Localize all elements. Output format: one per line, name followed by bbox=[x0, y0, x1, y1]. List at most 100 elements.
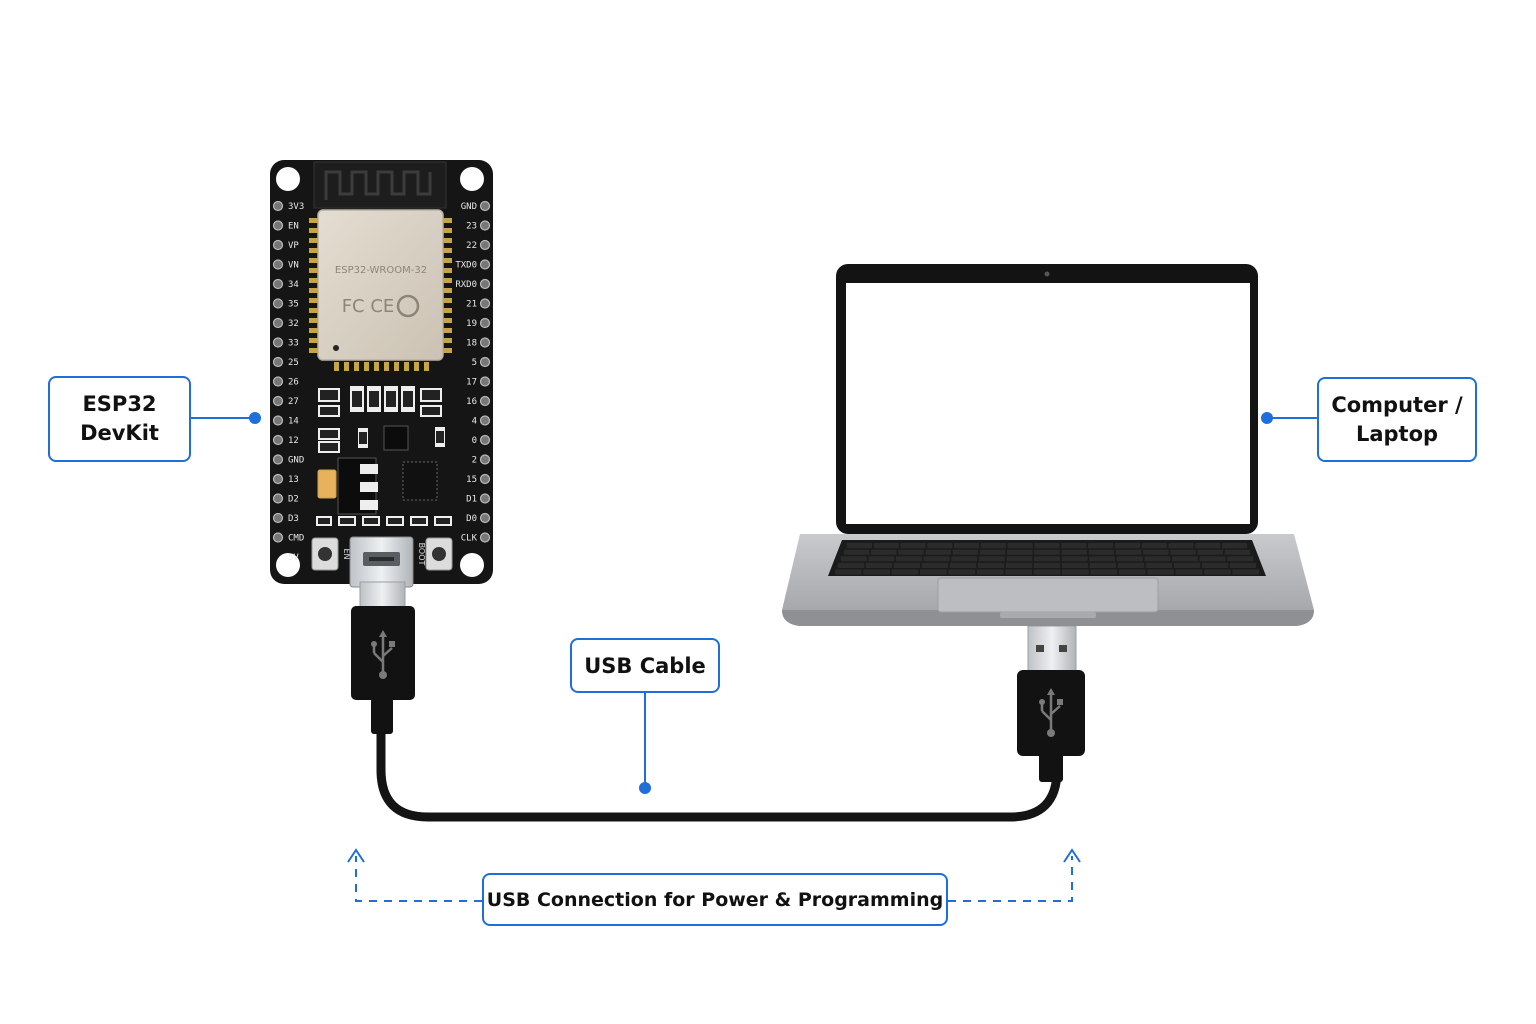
module-pad bbox=[309, 318, 318, 323]
en-button[interactable] bbox=[311, 537, 339, 571]
module-pad bbox=[309, 268, 318, 273]
callout-leaders bbox=[191, 412, 1317, 794]
keyboard-key bbox=[846, 543, 872, 549]
pin-hole bbox=[479, 473, 491, 485]
left-pin-label: 5V bbox=[288, 553, 299, 563]
module-pad bbox=[364, 362, 369, 371]
module-pad bbox=[374, 362, 379, 371]
module-pad bbox=[443, 218, 452, 223]
pin-hole bbox=[272, 220, 284, 231]
computer-label-line1: Computer / bbox=[1331, 392, 1463, 417]
keyboard-key bbox=[893, 562, 921, 568]
module-pad bbox=[443, 348, 452, 353]
pin-hole bbox=[479, 337, 491, 348]
module-pad bbox=[354, 362, 359, 371]
keyboard-key bbox=[921, 562, 949, 568]
keyboard-key bbox=[923, 556, 950, 562]
module-pad bbox=[309, 258, 318, 263]
right-pin-label: TXD0 bbox=[455, 261, 477, 271]
module-pad bbox=[394, 362, 399, 371]
keyboard-key bbox=[1005, 562, 1033, 568]
keyboard-key bbox=[840, 556, 867, 562]
keyboard-key bbox=[1089, 562, 1117, 568]
right-pin-label: 15 bbox=[466, 475, 477, 485]
usb-connection-callout: USB Connection for Power & Programming bbox=[482, 873, 948, 926]
module-pad bbox=[309, 228, 318, 233]
module-pad bbox=[443, 318, 452, 323]
keyboard-key bbox=[1061, 562, 1089, 568]
en-button-label: EN bbox=[342, 548, 351, 559]
right-pin-label: 19 bbox=[466, 319, 477, 329]
keyboard-key bbox=[1145, 562, 1173, 568]
keyboard-key bbox=[1033, 569, 1061, 575]
usb-connection-label: USB Connection for Power & Programming bbox=[486, 888, 944, 911]
module-pad bbox=[344, 362, 349, 371]
keyboard-key bbox=[1061, 549, 1087, 555]
webcam bbox=[1044, 271, 1050, 277]
right-pin-label: CLK bbox=[461, 534, 478, 544]
keyboard-key bbox=[1224, 549, 1251, 555]
keyboard-key bbox=[1168, 543, 1194, 549]
keyboard-key bbox=[873, 543, 899, 549]
pin-hole bbox=[479, 356, 491, 368]
keyboard-key bbox=[1232, 569, 1260, 575]
right-pin-label: 16 bbox=[466, 397, 477, 407]
keyboard-key bbox=[980, 543, 1006, 549]
pin-hole bbox=[479, 239, 491, 251]
esp32-devkit-callout: ESP32 DevKit bbox=[48, 376, 191, 462]
module-pad bbox=[309, 288, 318, 293]
pin-hole bbox=[479, 415, 491, 426]
computer-laptop-callout: Computer / Laptop bbox=[1317, 377, 1477, 462]
boot-button-label: BOOT bbox=[417, 543, 426, 566]
left-pin-label: EN bbox=[288, 222, 299, 232]
right-pin-label: D1 bbox=[466, 495, 477, 505]
boot-button[interactable] bbox=[425, 537, 453, 571]
keyboard-key bbox=[1197, 549, 1223, 555]
keyboard-key bbox=[979, 549, 1006, 555]
pin-hole bbox=[272, 454, 284, 465]
keyboard-key bbox=[948, 569, 976, 575]
right-pin-label: 21 bbox=[466, 300, 477, 310]
esp32-wroom-module: ESP32-WROOM-32 FC CE bbox=[317, 209, 444, 361]
pin-hole bbox=[272, 415, 284, 426]
esp32-label-line1: ESP32 bbox=[82, 392, 157, 416]
pin-hole bbox=[272, 278, 284, 290]
module-pad bbox=[384, 362, 389, 371]
module-pad bbox=[443, 308, 452, 313]
left-pin-label: 3V3 bbox=[288, 202, 304, 212]
left-pin-label: VN bbox=[288, 261, 299, 271]
keyboard-key bbox=[951, 556, 978, 562]
right-pin-label: RXD0 bbox=[455, 280, 477, 290]
keyboard-key bbox=[1204, 569, 1231, 575]
keyboard-key bbox=[1170, 549, 1196, 555]
keyboard-key bbox=[1227, 556, 1254, 562]
module-pad bbox=[309, 338, 318, 343]
keyboard-key bbox=[1007, 549, 1033, 555]
module-pad bbox=[443, 338, 452, 343]
keyboard-key bbox=[949, 562, 977, 568]
usb-cable bbox=[376, 725, 1062, 822]
pin-hole bbox=[272, 493, 284, 504]
module-pad bbox=[414, 362, 419, 371]
left-pin-label: 34 bbox=[288, 280, 299, 290]
keyboard-key bbox=[1115, 549, 1142, 555]
left-pin-label: 26 bbox=[288, 378, 299, 388]
antenna-trace bbox=[313, 161, 447, 209]
keyboard-key bbox=[871, 549, 897, 555]
keyboard-key bbox=[1116, 556, 1143, 562]
keyboard-key bbox=[1006, 556, 1033, 562]
keyboard-key bbox=[1034, 556, 1060, 562]
keyboard bbox=[828, 540, 1266, 576]
computer-label-line2: Laptop bbox=[1355, 421, 1439, 446]
trackpad bbox=[937, 577, 1159, 613]
module-pad bbox=[309, 298, 318, 303]
pin-hole bbox=[479, 200, 491, 212]
keyboard-key bbox=[1229, 562, 1257, 568]
module-pad bbox=[309, 278, 318, 283]
module-pad bbox=[443, 328, 452, 333]
module-pad bbox=[443, 298, 452, 303]
keyboard-key bbox=[1118, 569, 1146, 575]
keyboard-key bbox=[1172, 556, 1198, 562]
